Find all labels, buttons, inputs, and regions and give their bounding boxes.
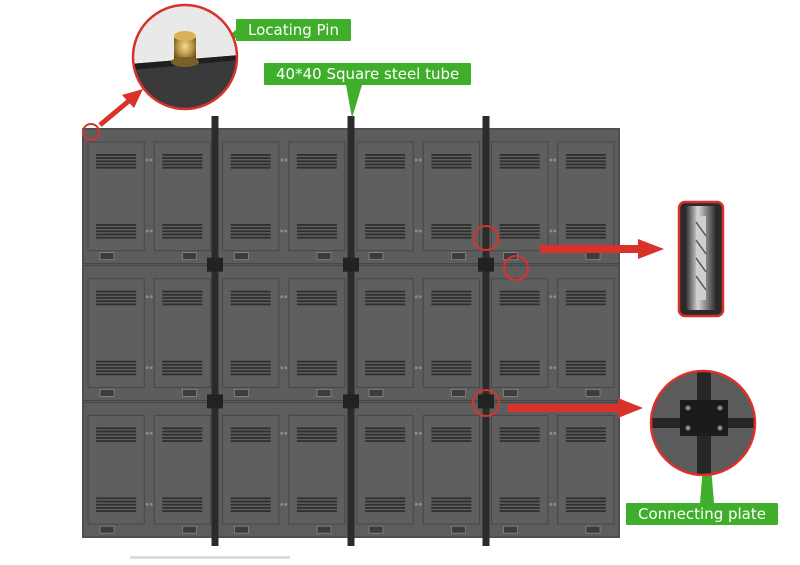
pin-body-icon	[174, 36, 196, 62]
cabinet	[351, 401, 485, 538]
cabinet	[82, 265, 216, 401]
cabinet	[486, 401, 620, 538]
cabinet	[217, 128, 351, 265]
pointer-tube	[346, 85, 362, 118]
connecting-plate	[207, 257, 223, 272]
steel-tube	[211, 116, 219, 546]
cabinet	[82, 128, 216, 265]
steel-tube	[347, 116, 355, 546]
cabinet	[351, 128, 485, 265]
marker-locating-pin	[82, 123, 100, 141]
label-locating-pin: Locating Pin	[236, 19, 351, 41]
label-steel-tube: 40*40 Square steel tube	[264, 63, 472, 85]
callout-locating-pin	[131, 3, 239, 111]
arrow-to-pin	[98, 89, 143, 127]
cabinet	[486, 128, 620, 265]
connecting-plate	[478, 394, 494, 409]
steel-tubes	[207, 116, 494, 546]
callout-clip	[677, 200, 725, 318]
steel-tube	[482, 116, 490, 546]
marker-connecting-plate	[472, 389, 500, 417]
connecting-plate	[207, 394, 223, 409]
cabinet	[217, 401, 351, 538]
arrow-to-plate	[508, 398, 643, 418]
connecting-plate	[478, 257, 494, 272]
cabinet	[351, 265, 485, 401]
marker-clip-1	[473, 225, 499, 251]
marker-clip-2	[503, 255, 529, 281]
callout-connecting-plate	[649, 369, 757, 477]
connecting-plate	[343, 257, 359, 272]
cabinet	[217, 265, 351, 401]
plate-icon	[680, 400, 728, 436]
label-connecting-plate: Connecting plate	[626, 503, 778, 525]
connecting-plate	[343, 394, 359, 409]
arrow-to-clip	[540, 239, 664, 259]
cabinet-grid	[82, 128, 620, 538]
cabinet	[486, 265, 620, 401]
cabinet	[82, 401, 216, 538]
